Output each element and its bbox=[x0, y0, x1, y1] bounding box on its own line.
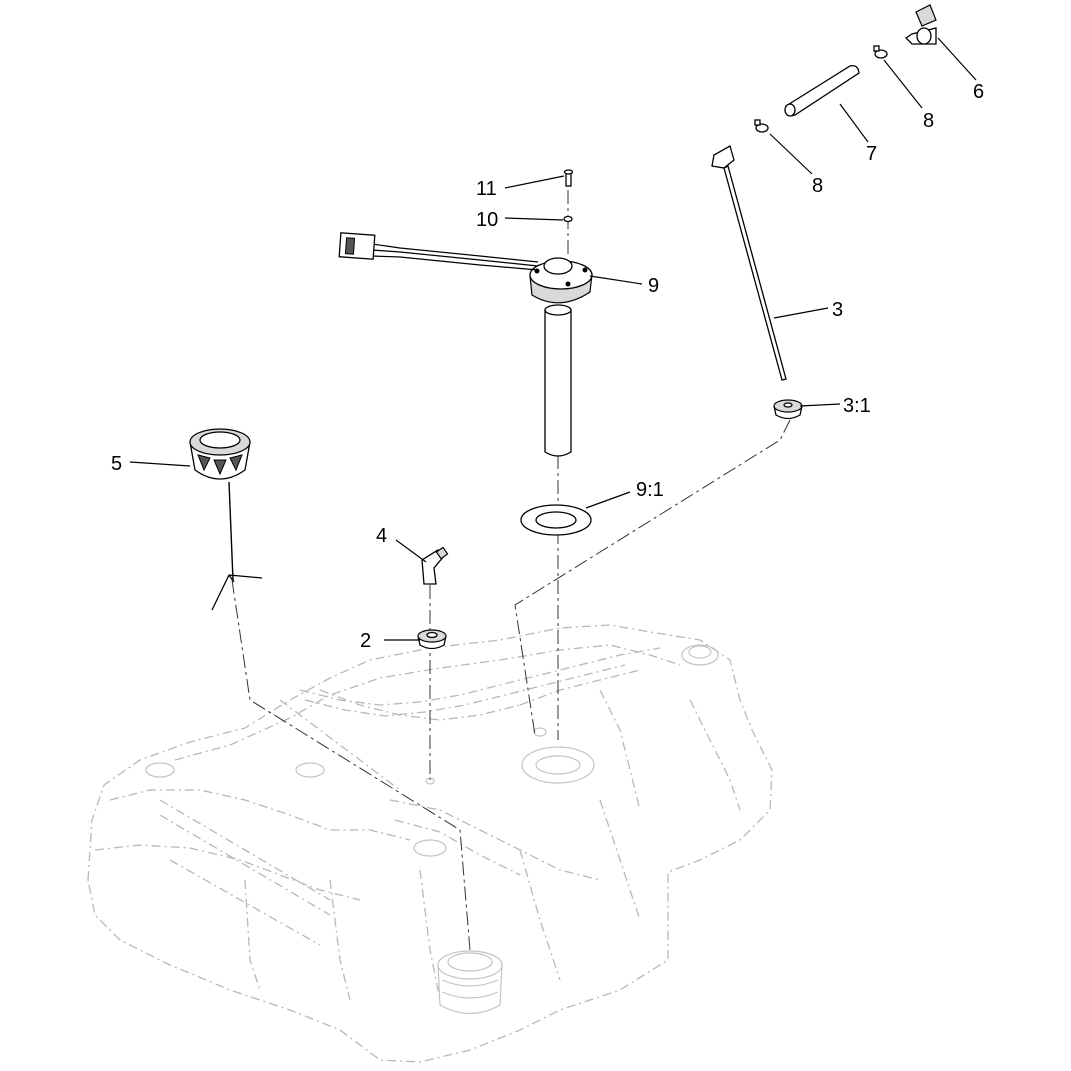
part-8-clamp-lower bbox=[754, 119, 769, 133]
fuel-tank-phantom bbox=[87, 624, 773, 1063]
part-2-grommet bbox=[417, 629, 447, 650]
part-6-shutoff-valve bbox=[904, 4, 937, 45]
part-9-1-gasket bbox=[520, 504, 592, 536]
leader-lines bbox=[129, 37, 977, 641]
part-3-pickup-tube bbox=[711, 145, 787, 381]
callout-labels: 2 3 3:1 4 5 6 7 8 8 9 9:1 10 11 bbox=[111, 81, 984, 652]
part-4-elbow-fitting bbox=[421, 546, 449, 585]
callout-7: 7 bbox=[866, 143, 877, 165]
callout-11: 11 bbox=[476, 178, 497, 200]
callout-4: 4 bbox=[376, 525, 387, 547]
callout-8-upper: 8 bbox=[923, 110, 934, 132]
callout-5: 5 bbox=[111, 453, 122, 475]
callout-9: 9 bbox=[648, 275, 659, 297]
part-8-clamp-upper bbox=[873, 45, 888, 59]
assembly-centerlines bbox=[231, 190, 791, 951]
callout-3-1: 3:1 bbox=[843, 395, 871, 417]
callout-10: 10 bbox=[476, 209, 498, 231]
callout-9-1: 9:1 bbox=[636, 479, 664, 501]
part-5-fuel-cap bbox=[189, 428, 263, 611]
part-9-fuel-sender bbox=[338, 232, 593, 457]
callout-6: 6 bbox=[973, 81, 984, 103]
callout-2: 2 bbox=[360, 630, 371, 652]
callout-8-lower: 8 bbox=[812, 175, 823, 197]
part-10-washer bbox=[563, 215, 573, 223]
part-11-screw bbox=[563, 169, 574, 187]
part-7-hose bbox=[784, 65, 860, 117]
part-3-1-grommet bbox=[773, 399, 803, 420]
callout-3: 3 bbox=[832, 299, 843, 321]
